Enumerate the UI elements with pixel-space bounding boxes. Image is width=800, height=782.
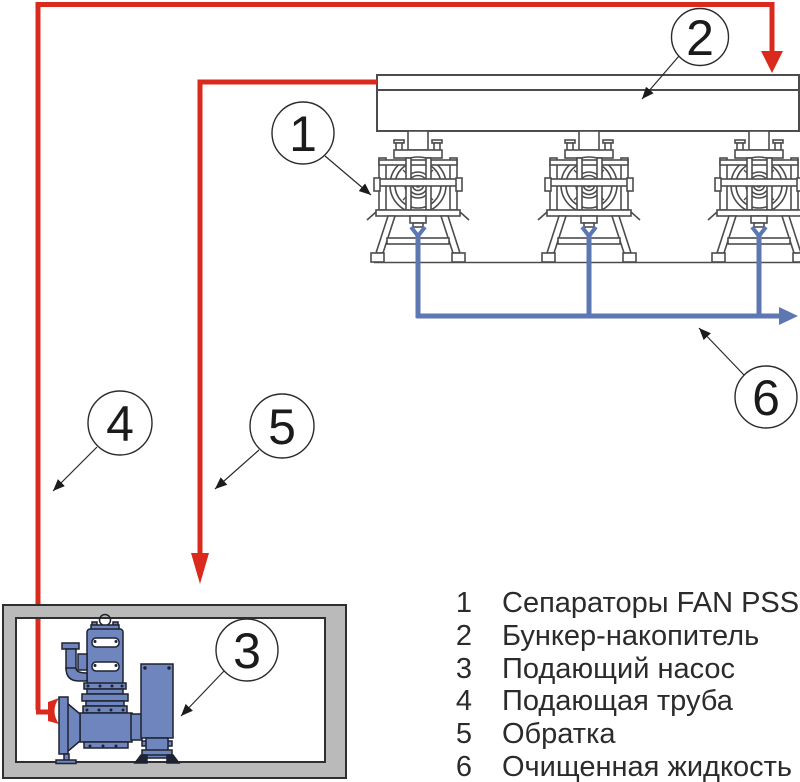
- legend-label: Подающая труба: [502, 685, 733, 718]
- feed-pump: [55, 613, 181, 765]
- legend-number: 2: [455, 619, 472, 652]
- callout-1-number: 1: [289, 106, 317, 162]
- callout-3: 3: [215, 618, 279, 682]
- legend-row-4: 4 Подающая труба: [450, 685, 800, 718]
- legend-number: 1: [455, 587, 472, 619]
- callout-6: 6: [734, 365, 798, 429]
- legend-label: Сепараторы FAN PSS: [502, 587, 800, 619]
- callouts: 1 2 3 4 5 6: [87, 7, 798, 682]
- pit-tank: [2, 604, 347, 779]
- legend-row-5: 5 Обратка: [450, 718, 800, 751]
- leader-arrow-6: [698, 327, 745, 376]
- pump-discharge-column: [140, 663, 174, 739]
- return-pipe-arrow: [191, 553, 209, 584]
- clean-liquid-arrow: [779, 307, 798, 325]
- separator-unit-3: [708, 131, 800, 318]
- pump-suction-flange: [58, 696, 69, 755]
- legend-label: Обратка: [502, 718, 616, 751]
- leader-arrow-2: [641, 55, 680, 100]
- legend-number: 4: [455, 685, 472, 718]
- feed-pipe-bell: [48, 698, 59, 724]
- legend-row-2: 2 Бункер-накопитель: [450, 620, 800, 653]
- callout-5: 5: [249, 393, 315, 459]
- return-pipe: [197, 79, 377, 554]
- legend: 1 Сепараторы FAN PSS 2 Бункер-накопитель…: [450, 587, 800, 782]
- callout-4-number: 4: [106, 396, 134, 452]
- pump-volute: [79, 712, 133, 743]
- leader-arrow-1: [324, 155, 372, 196]
- leader-arrow-5: [214, 449, 260, 490]
- legend-label: Бункер-накопитель: [502, 619, 760, 652]
- bunker-accumulator: [376, 74, 800, 132]
- feed-pipe: [35, 2, 775, 710]
- callout-5-number: 5: [268, 399, 296, 455]
- legend-row-6: 6 Очищенная жидкость: [450, 751, 800, 782]
- callout-1: 1: [271, 101, 335, 165]
- legend-row-3: 3 Подающий насос: [450, 653, 800, 686]
- legend-number: 3: [455, 652, 472, 685]
- legend-number: 5: [455, 718, 472, 751]
- leader-arrow-4: [52, 446, 98, 492]
- separator-unit-1: [367, 131, 469, 318]
- legend-label: Подающий насос: [502, 652, 736, 685]
- legend-number: 6: [455, 750, 472, 782]
- callout-3-number: 3: [233, 623, 261, 679]
- pump-elbow: [65, 667, 88, 682]
- legend-label: Очищенная жидкость: [502, 750, 792, 782]
- pump-suction-cone: [66, 701, 81, 754]
- feed-pipe-arrow: [761, 51, 783, 73]
- callout-2: 2: [670, 7, 730, 67]
- leader-arrow-3: [180, 670, 225, 717]
- callout-6-number: 6: [752, 370, 780, 426]
- pump-foot-right: [166, 754, 181, 764]
- callout-2-number: 2: [686, 10, 714, 66]
- legend-row-1: 1 Сепараторы FAN PSS: [450, 587, 800, 620]
- separator-unit-2: [538, 131, 640, 318]
- pump-foot-left: [133, 754, 148, 764]
- pump-elbow-flange: [61, 642, 80, 650]
- callout-4: 4: [87, 390, 153, 456]
